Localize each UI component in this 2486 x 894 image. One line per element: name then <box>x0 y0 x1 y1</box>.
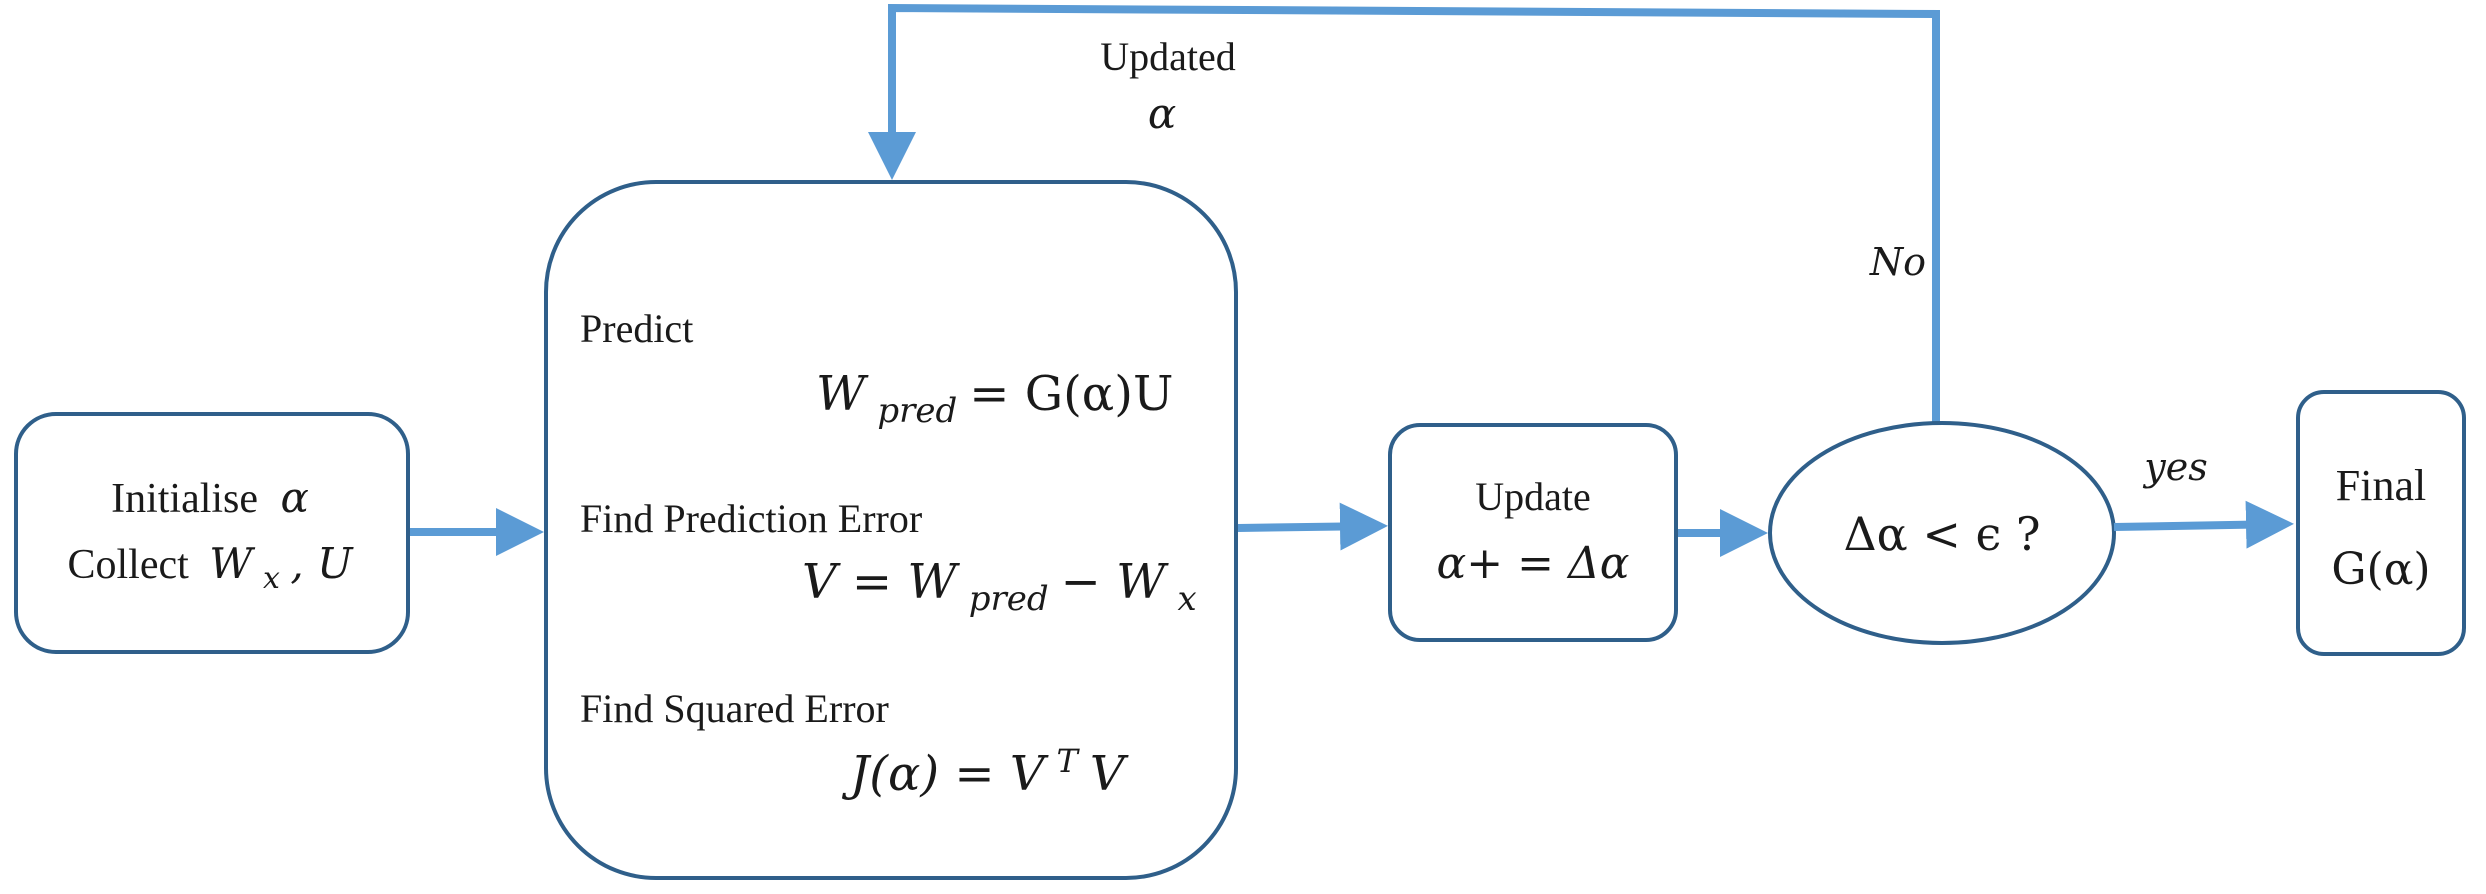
final-equation: G(α) <box>2331 544 2430 595</box>
feedback-label-updated: Updated <box>1100 34 1236 79</box>
main-process-box <box>544 180 1238 880</box>
final-heading: Final <box>2336 461 2426 510</box>
predict-heading: Predict <box>580 306 693 351</box>
decision-ellipse <box>1768 421 2116 645</box>
init-line1: Initialise α <box>111 473 309 522</box>
error-heading: Find Prediction Error <box>580 496 922 541</box>
error-equation: V = W pred − W x <box>802 554 1197 621</box>
update-box <box>1388 423 1678 642</box>
squared-equation: J(α) = V T V <box>841 730 1129 802</box>
arrow-decision-to-final <box>2113 500 2294 549</box>
update-equation: α+ = Δα <box>1437 538 1630 589</box>
predict-equation: W pred = G(α)U <box>816 366 1173 433</box>
feedback-label-alpha: α <box>1148 89 1176 138</box>
decision-condition: Δα < ϵ ? <box>1843 507 2040 561</box>
final-box <box>2296 390 2466 656</box>
squared-heading: Find Squared Error <box>580 686 889 731</box>
init-line2: Collect W x , U <box>67 539 354 598</box>
no-label: No <box>1869 240 1926 284</box>
yes-label: yes <box>2142 445 2207 489</box>
update-heading: Update <box>1475 474 1591 519</box>
init-box <box>14 412 410 654</box>
arrow-main-to-update <box>1237 502 1388 551</box>
feedback-loop-arrow <box>868 3 1940 425</box>
